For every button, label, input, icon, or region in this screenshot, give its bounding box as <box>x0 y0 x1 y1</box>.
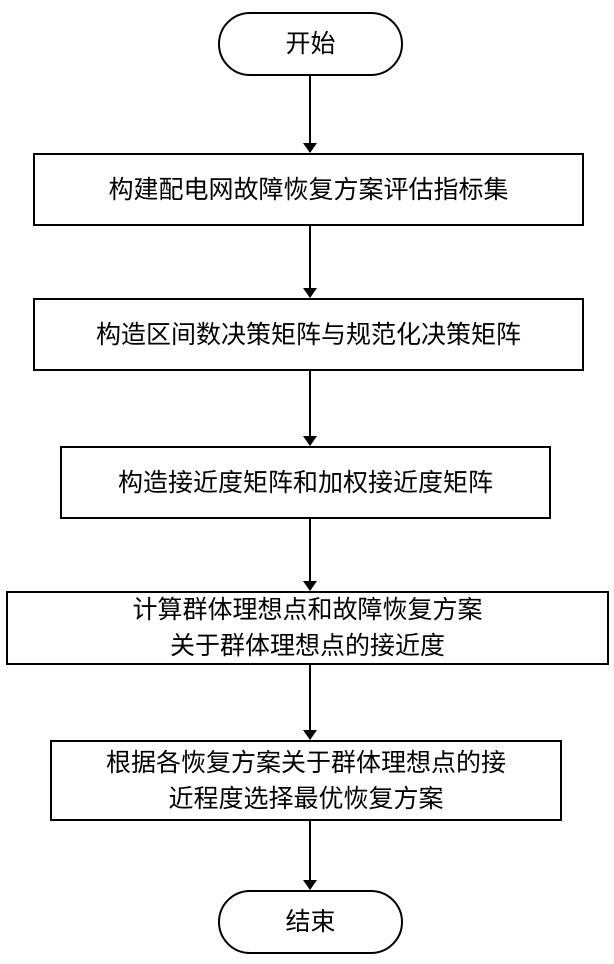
connector-arrows <box>0 0 614 964</box>
